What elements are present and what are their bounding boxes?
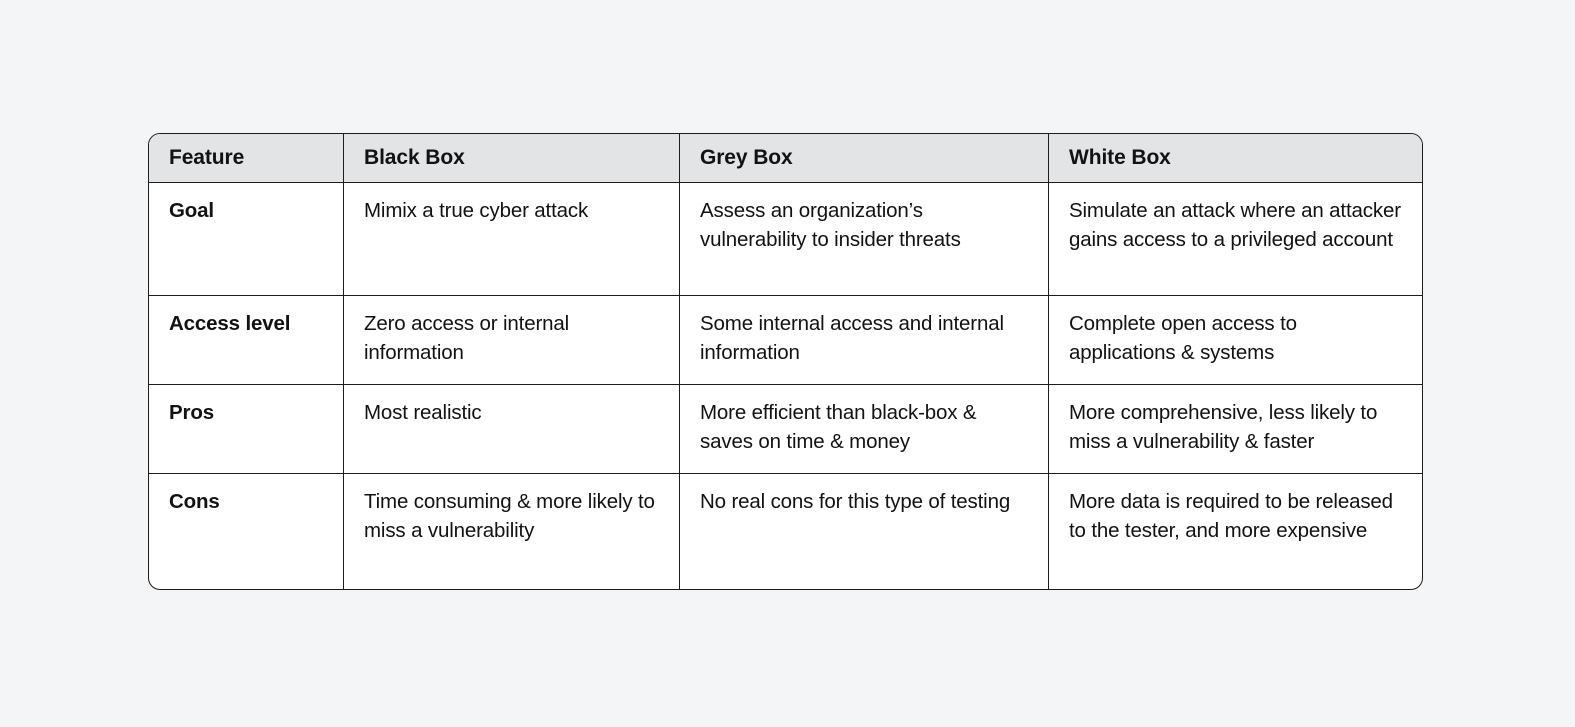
cell-goal-black-box: Mimix a true cyber attack bbox=[344, 183, 680, 297]
cell-text: Zero access or internal information bbox=[364, 312, 570, 365]
cell-pros-black-box: Most realistic bbox=[344, 385, 680, 474]
cell-text: Most realistic bbox=[364, 401, 482, 425]
cell-text: More efficient than black-box & saves on… bbox=[700, 401, 977, 454]
cell-text: Access level bbox=[169, 312, 291, 336]
cell-text: Complete open access to applications & s… bbox=[1069, 312, 1297, 365]
cell-text: Pros bbox=[169, 401, 214, 425]
row-label-goal: Goal bbox=[149, 183, 344, 297]
comparison-table-container: Feature Black Box Grey Box White Box Goa… bbox=[148, 133, 1423, 590]
column-header-white-box: White Box bbox=[1049, 134, 1422, 183]
penetration-testing-comparison-table: Feature Black Box Grey Box White Box Goa… bbox=[148, 133, 1423, 590]
cell-cons-black-box: Time consuming & more likely to miss a v… bbox=[344, 473, 680, 589]
cell-text: No real cons for this type of testing bbox=[700, 489, 1011, 513]
cell-text: Goal bbox=[169, 199, 214, 222]
cell-pros-grey-box: More efficient than black-box & saves on… bbox=[680, 385, 1049, 474]
row-label-access-level: Access level bbox=[149, 296, 344, 386]
row-label-pros: Pros bbox=[149, 385, 344, 474]
column-header-black-box: Black Box bbox=[344, 134, 680, 183]
cell-text: More comprehensive, less likely to miss … bbox=[1069, 401, 1378, 454]
table-row: Access level Zero access or internal inf… bbox=[149, 296, 1422, 386]
cell-text: Assess an organization’s vulnerability t… bbox=[700, 199, 961, 251]
table-header: Feature Black Box Grey Box White Box bbox=[149, 134, 1422, 183]
cell-text: More data is required to be released to … bbox=[1069, 489, 1393, 542]
cell-text: Time consuming & more likely to miss a v… bbox=[364, 489, 655, 542]
cell-text: Mimix a true cyber attack bbox=[364, 199, 589, 222]
table-row: Pros Most realistic More efficient than … bbox=[149, 385, 1422, 474]
cell-text: Some internal access and internal inform… bbox=[700, 312, 1004, 365]
column-header-feature: Feature bbox=[149, 134, 344, 183]
cell-goal-grey-box: Assess an organization’s vulnerability t… bbox=[680, 183, 1049, 297]
cell-access-level-black-box: Zero access or internal information bbox=[344, 296, 680, 386]
table-row: Goal Mimix a true cyber attack Assess an… bbox=[149, 183, 1422, 297]
table-body: Goal Mimix a true cyber attack Assess an… bbox=[149, 183, 1422, 589]
cell-goal-white-box: Simulate an attack where an attacker gai… bbox=[1049, 183, 1422, 297]
cell-text: Simulate an attack where an attacker gai… bbox=[1069, 199, 1401, 251]
cell-pros-white-box: More comprehensive, less likely to miss … bbox=[1049, 385, 1422, 474]
column-header-grey-box: Grey Box bbox=[680, 134, 1049, 183]
cell-cons-grey-box: No real cons for this type of testing bbox=[680, 473, 1049, 589]
row-label-cons: Cons bbox=[149, 473, 344, 589]
cell-cons-white-box: More data is required to be released to … bbox=[1049, 474, 1422, 589]
table-header-row: Feature Black Box Grey Box White Box bbox=[149, 134, 1422, 183]
table-row: Cons Time consuming & more likely to mis… bbox=[149, 473, 1422, 589]
cell-access-level-grey-box: Some internal access and internal inform… bbox=[680, 296, 1049, 386]
cell-text: Cons bbox=[169, 489, 220, 513]
cell-access-level-white-box: Complete open access to applications & s… bbox=[1049, 296, 1422, 386]
